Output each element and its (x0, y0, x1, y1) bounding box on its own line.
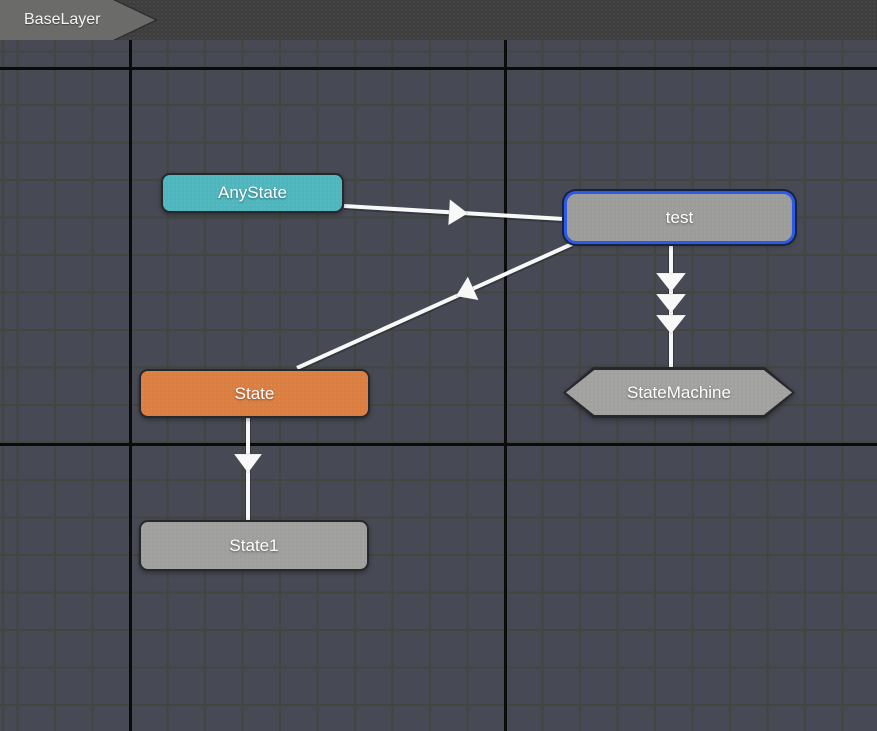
grid-major-line-vertical (504, 40, 507, 731)
transition-state-to-state1[interactable] (233, 417, 263, 521)
grid-major-line-horizontal (0, 67, 877, 70)
grid-major-line-vertical (129, 40, 132, 731)
node-label: AnyState (218, 183, 287, 202)
node-statemachine[interactable]: StateMachine (563, 367, 795, 418)
grid-major-line-horizontal (0, 443, 877, 446)
breadcrumb-label: BaseLayer (24, 11, 101, 28)
transition-test-to-state[interactable] (295, 242, 574, 372)
node-label: State (234, 383, 275, 403)
node-label: StateMachine (627, 382, 731, 402)
node-state1[interactable]: State1 (139, 520, 369, 571)
hexagon-body: StateMachine (566, 370, 792, 415)
transition-test-to-statemachine[interactable] (655, 244, 687, 368)
node-label: test (665, 207, 694, 227)
breadcrumb-bar: BaseLayer (0, 0, 877, 40)
node-anystate[interactable]: AnyState (161, 173, 344, 213)
node-state[interactable]: State (139, 369, 370, 418)
node-test-selected[interactable]: test (564, 191, 795, 244)
transition-anystate-to-test[interactable] (343, 198, 565, 226)
breadcrumb-tab-baselayer[interactable]: BaseLayer (0, 0, 155, 40)
node-label: State1 (229, 535, 279, 555)
